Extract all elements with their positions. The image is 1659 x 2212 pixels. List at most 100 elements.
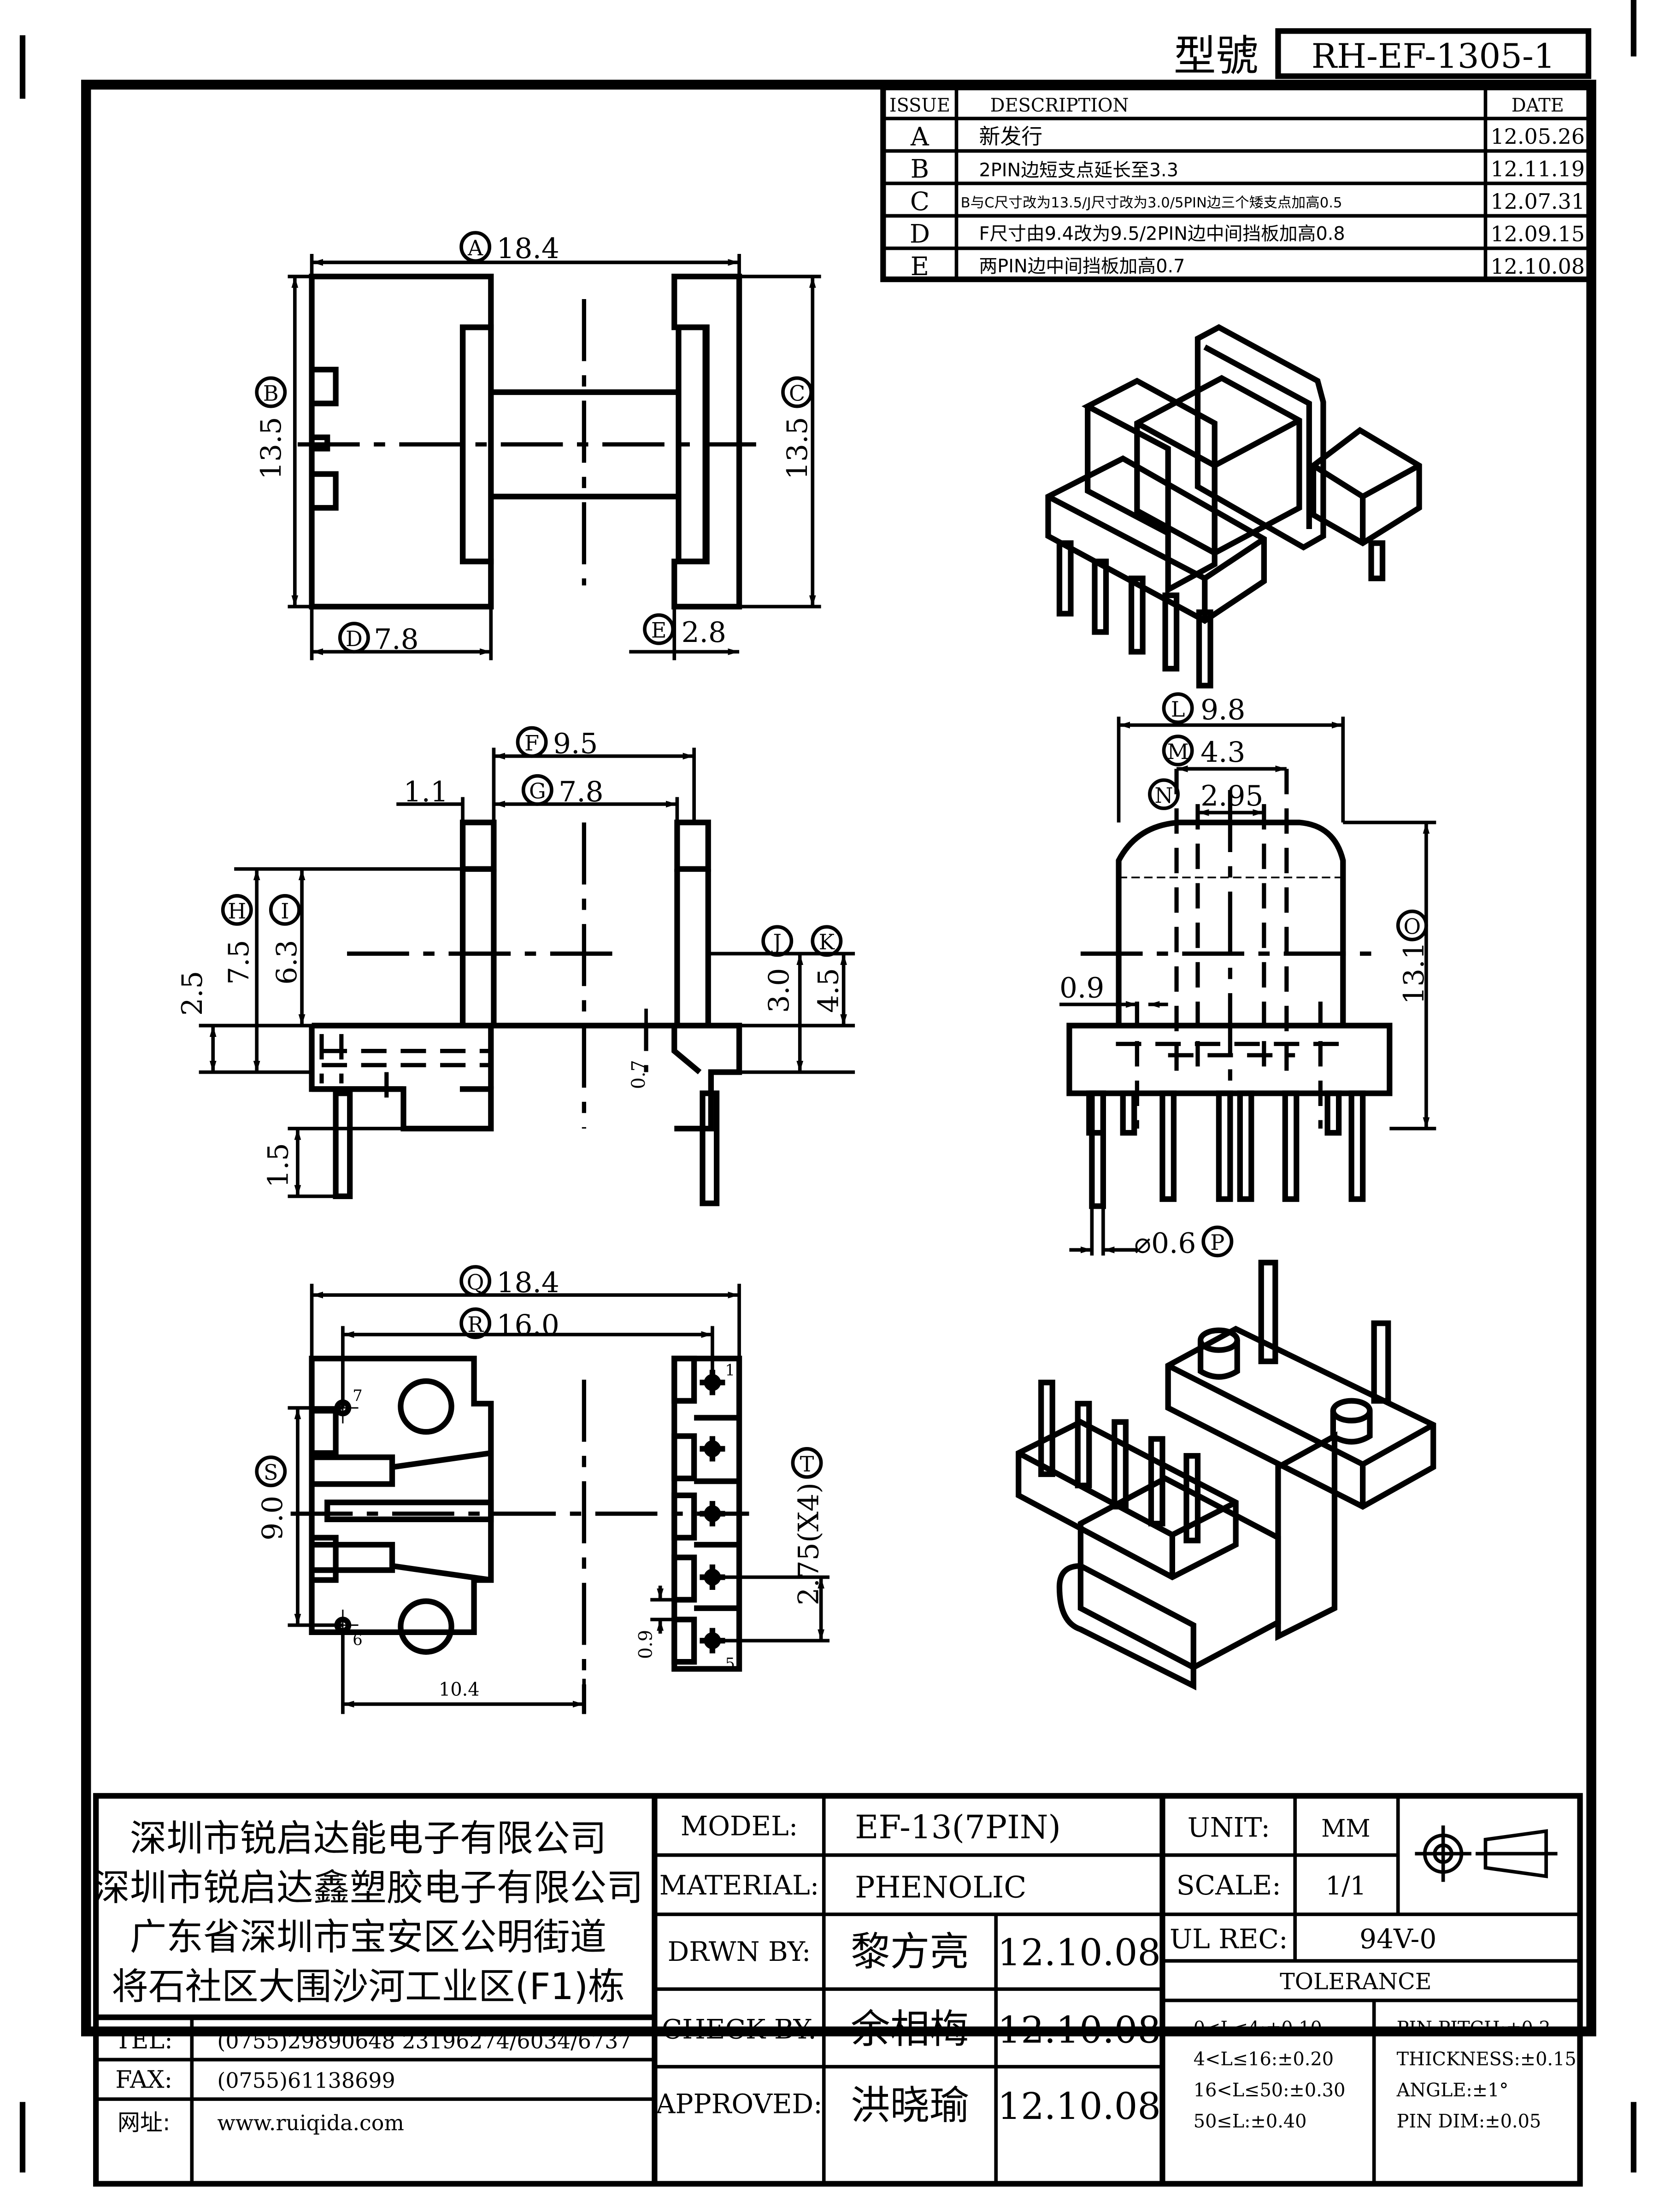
drawn-by-label: DRWN BY: xyxy=(668,1936,811,1967)
ul-rec-value: 94V-0 xyxy=(1359,1924,1436,1955)
company-name-2: 深圳市锐启达鑫塑胶电子有限公司 xyxy=(93,1866,643,1909)
dimension-tag-l: L xyxy=(1171,697,1185,722)
revision-issue: B xyxy=(911,154,929,184)
tolerance-spec: PIN DIM:±0.05 xyxy=(1397,2111,1541,2132)
tolerance-range: 16<L≤50:±0.30 xyxy=(1194,2080,1346,2101)
model-number-value: RH-EF-1305-1 xyxy=(1312,37,1555,76)
dimension-tag-h: H xyxy=(228,899,246,924)
approved-date: 12.10.08 xyxy=(998,2085,1161,2128)
dimension-f: F 9.5 xyxy=(516,726,598,760)
pin-label-7: 7 xyxy=(353,1387,362,1405)
dimension-value-r: 16.0 xyxy=(497,1309,559,1341)
dimension-value-e: 2.8 xyxy=(682,616,726,649)
revision-date: 12.10.08 xyxy=(1491,254,1585,279)
dimension-value-o: 13.1 xyxy=(1398,941,1430,1004)
projection-symbol-icon xyxy=(1415,1825,1558,1882)
fax-label: FAX: xyxy=(115,2066,172,2094)
dimension-value-m: 4.3 xyxy=(1200,736,1245,769)
dimension-tag-k: K xyxy=(819,930,835,954)
model-value: EF-13(7PIN) xyxy=(855,1808,1061,1846)
dimension-tag-c: C xyxy=(789,381,805,406)
check-by-date: 12.10.08 xyxy=(998,2009,1161,2052)
unit-label: UNIT: xyxy=(1188,1812,1270,1843)
dimension-s: S 9.0 xyxy=(255,1455,289,1541)
revision-date: 12.05.26 xyxy=(1491,124,1585,149)
revision-desc: 两PIN边中间挡板加高0.7 xyxy=(979,256,1185,277)
dimension-value-f: 9.5 xyxy=(553,728,598,760)
dimension-tag-i: I xyxy=(281,899,289,924)
dimension-value-s: 9.0 xyxy=(256,1495,289,1540)
dimension-n: N 2.95 xyxy=(1148,778,1263,812)
top-view: A 18.4 B 13.5 C 13.5 D 7.8 E 2.8 xyxy=(255,231,821,660)
model-label: MODEL: xyxy=(681,1811,798,1842)
dimension-q: Q 18.4 xyxy=(459,1265,559,1299)
model-number-label: 型號 xyxy=(1174,31,1259,81)
tolerance-range: 4<L≤16:±0.20 xyxy=(1194,2049,1334,2070)
dimension-tag-o: O xyxy=(1403,914,1421,939)
dimension-tag-j: J xyxy=(771,930,782,954)
scale-label: SCALE: xyxy=(1177,1870,1281,1901)
sheet-frame xyxy=(19,0,1637,2173)
dimension-2-5: 2.5 xyxy=(176,971,209,1016)
dimension-value-l: 9.8 xyxy=(1200,694,1245,726)
dimension-value-a: 18.4 xyxy=(497,232,559,265)
dimension-value-t: 2.75(X4) xyxy=(793,1483,825,1606)
dimension-t: T 2.75(X4) xyxy=(791,1447,825,1606)
company-name-1: 深圳市锐启达能电子有限公司 xyxy=(130,1817,607,1859)
dimension-o: O 13.1 xyxy=(1396,909,1430,1005)
revision-date: 12.11.19 xyxy=(1491,157,1585,182)
dimension-tag-b: B xyxy=(263,381,279,406)
tolerance-spec: ANGLE:±1° xyxy=(1396,2080,1509,2101)
dimension-10-4: 10.4 xyxy=(439,1679,480,1700)
dimension-value-c: 13.5 xyxy=(781,417,814,480)
dimension-d: D 7.8 xyxy=(338,622,419,656)
dimension-e: E 2.8 xyxy=(643,613,726,649)
revision-issue: E xyxy=(911,252,929,281)
company-address-1: 广东省深圳市宝安区公明街道 xyxy=(130,1916,607,1959)
pin-label-5: 5 xyxy=(725,1654,735,1672)
unit-value: MM xyxy=(1321,1815,1371,1843)
dimension-1-1: 1.1 xyxy=(404,776,448,808)
revision-desc: F尺寸由9.4改为9.5/2PIN边中间挡板加高0.8 xyxy=(979,223,1345,244)
dimension-1-5: 1.5 xyxy=(262,1143,294,1188)
dimension-c: C 13.5 xyxy=(781,376,814,480)
approved-label: APPROVED: xyxy=(655,2088,822,2120)
revision-table: ISSUE DESCRIPTION DATE A 新发行 12.05.26 B … xyxy=(880,84,1594,282)
front-view: F 9.5 G 7.8 1.1 H 7.5 I 6.3 2.5 1.5 0.7 … xyxy=(176,726,855,1206)
dimension-tag-a: A xyxy=(467,235,483,260)
dimension-tag-q: Q xyxy=(467,1270,484,1294)
dimension-value-k: 4.5 xyxy=(812,968,845,1013)
dimension-j: J 3.0 xyxy=(761,925,795,1013)
dimension-k: K 4.5 xyxy=(811,925,845,1013)
tolerance-spec: THICKNESS:±0.15 xyxy=(1397,2049,1577,2070)
dimension-tag-n: N xyxy=(1154,783,1173,808)
tel-label: TEL: xyxy=(115,2027,173,2054)
check-by-label: CHECK BY: xyxy=(662,2013,817,2045)
model-number-header: 型號 RH-EF-1305-1 xyxy=(1174,28,1592,81)
dimension-tag-r: R xyxy=(467,1312,484,1337)
dimension-p: ⌀0.6 P xyxy=(1134,1225,1234,1259)
dimension-value-q: 18.4 xyxy=(497,1266,559,1299)
dimension-i: I 6.3 xyxy=(269,894,303,985)
revision-col-issue: ISSUE xyxy=(889,95,950,116)
dimension-0-7: 0.7 xyxy=(628,1060,649,1089)
revision-date: 12.09.15 xyxy=(1491,221,1585,246)
dimension-tag-p: P xyxy=(1210,1230,1224,1255)
revision-issue: D xyxy=(910,219,930,249)
dimension-l: L 9.8 xyxy=(1162,692,1245,726)
dimension-tag-s: S xyxy=(264,1460,278,1485)
tel-value: (0755)29890648 23196274/6034/6737 xyxy=(217,2029,631,2053)
revision-issue: C xyxy=(910,187,930,216)
fax-value: (0755)61138699 xyxy=(217,2068,395,2093)
check-by-name: 余相梅 xyxy=(851,2006,969,2053)
ul-rec-label: UL REC: xyxy=(1170,1924,1288,1955)
pin-label-6: 6 xyxy=(353,1630,362,1648)
dimension-r: R 16.0 xyxy=(459,1307,559,1341)
dimension-h: H 7.5 xyxy=(221,894,255,985)
dimension-tag-t: T xyxy=(800,1452,814,1477)
dimension-tag-g: G xyxy=(529,779,546,804)
revision-desc: 新发行 xyxy=(979,124,1042,149)
dimension-value-n: 2.95 xyxy=(1200,780,1263,812)
dimension-b: B 13.5 xyxy=(255,376,288,480)
